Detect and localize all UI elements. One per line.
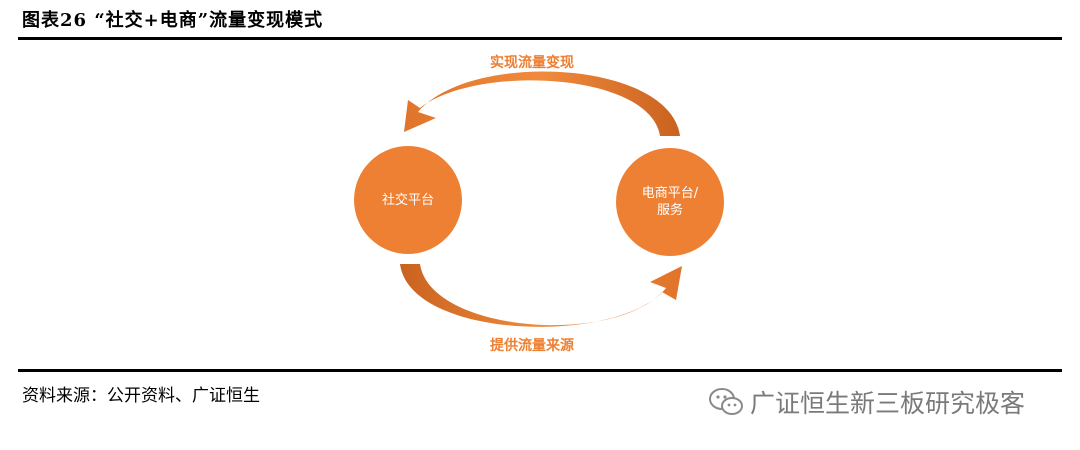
top-arrow-label: 实现流量变现 — [490, 55, 574, 71]
watermark: 广证恒生新三板研究极客 — [708, 384, 1025, 420]
ecommerce-node: 电商平台/ 服务 — [616, 148, 724, 256]
bottom-arrow-label: 提供流量来源 — [490, 338, 574, 354]
figure-title: 图表26 “社交+电商”流量变现模式 — [22, 10, 324, 31]
ecommerce-label-line2: 服务 — [656, 203, 683, 218]
social-platform-label: 社交平台 — [381, 192, 434, 208]
bottom-rule — [18, 369, 1062, 372]
wechat-icon — [709, 388, 743, 415]
ecommerce-label: 电商平台/ 服务 — [642, 185, 698, 219]
top-arrow — [404, 71, 680, 136]
ecommerce-label-line1: 电商平台/ — [641, 186, 699, 201]
bottom-arrow — [400, 264, 682, 327]
top-rule — [18, 37, 1062, 40]
source-note: 资料来源：公开资料、广证恒生 — [22, 386, 260, 406]
watermark-text: 广证恒生新三板研究极客 — [750, 389, 1026, 418]
social-platform-node: 社交平台 — [354, 146, 462, 254]
